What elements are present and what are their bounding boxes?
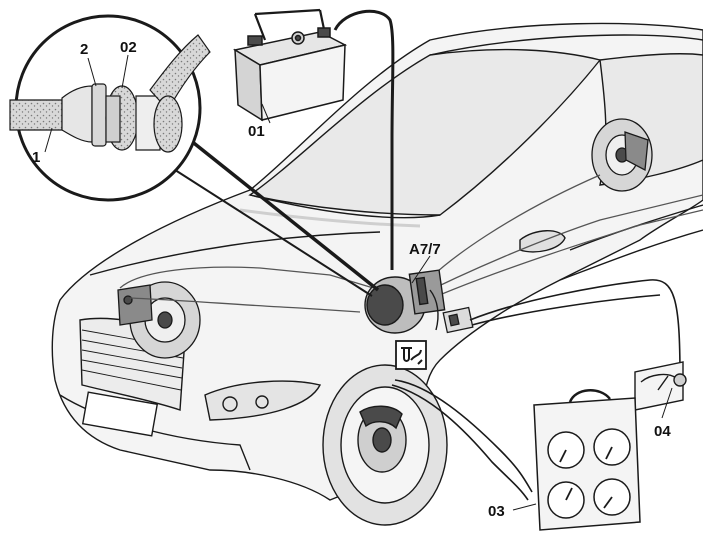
- car-body: [51, 22, 703, 501]
- label-module-a7-7: A7/7: [409, 241, 441, 258]
- brake-tester-case: [533, 389, 641, 531]
- battery: [232, 8, 348, 122]
- label-detail-1: 1: [32, 149, 40, 166]
- label-tester-03: 03: [488, 503, 505, 520]
- label-detail-2: 2: [80, 41, 88, 58]
- label-detail-02: 02: [120, 39, 137, 56]
- pressure-gauge: [634, 361, 687, 411]
- detail-inset: [9, 14, 380, 297]
- label-gauge-04: 04: [654, 423, 671, 440]
- callout-leaders: [261, 103, 673, 511]
- label-battery-01: 01: [248, 123, 265, 140]
- wrench-plug-icon: [395, 340, 427, 370]
- brake-booster-module: [364, 269, 446, 334]
- rear-brake-disc: [591, 118, 653, 192]
- diagnostic-connector: [442, 306, 474, 334]
- test-cables: [391, 279, 681, 501]
- front-left-wheel: [322, 364, 448, 526]
- battery-cable: [333, 9, 395, 270]
